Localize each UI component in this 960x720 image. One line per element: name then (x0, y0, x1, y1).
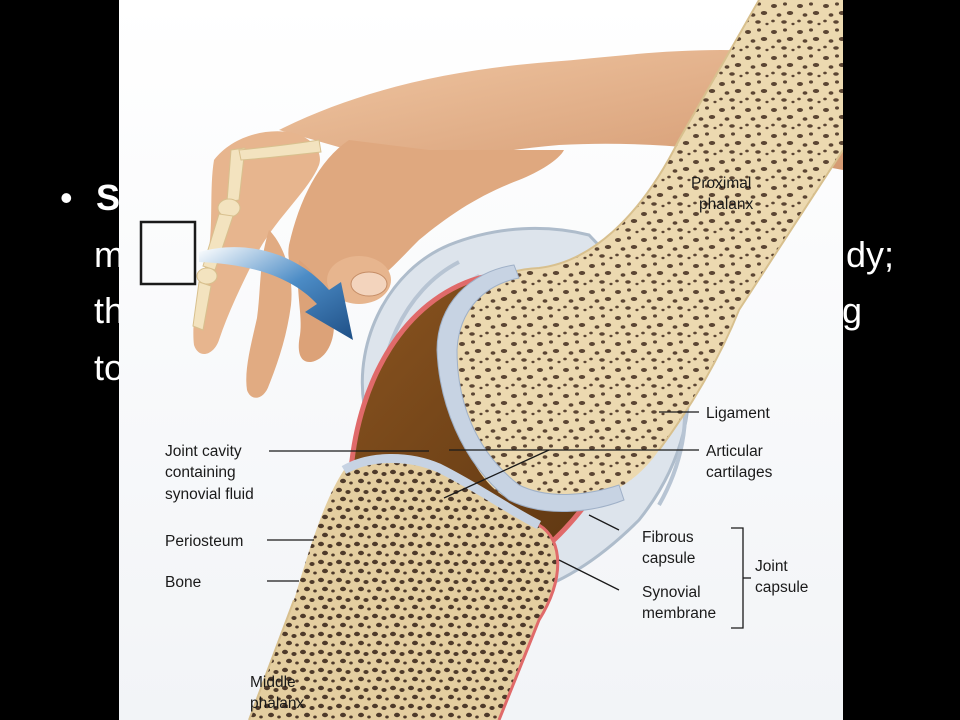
middle-phalanx-bone (248, 454, 560, 720)
label-ligament: Ligament (706, 405, 770, 422)
slide-text-line-2-end: dy; (846, 234, 895, 275)
label-bone: Bone (165, 574, 201, 591)
leader-lines (267, 411, 751, 629)
joint-selection-box (139, 220, 197, 286)
label-synovial-membrane-1: Synovial (642, 584, 701, 601)
slide-text-line-3-end: g (842, 290, 863, 331)
label-synovial-membrane-2: membrane (642, 605, 716, 622)
label-middle-phalanx-2: phalanx (250, 695, 305, 712)
label-periosteum: Periosteum (165, 533, 243, 550)
bullet-marker: • (60, 177, 73, 218)
label-proximal-phalanx-1: Proximal (691, 175, 751, 192)
label-joint-cavity-3: synovial fluid (165, 486, 254, 503)
zoom-arrow (199, 247, 353, 340)
label-articular-cartilages-1: Articular (706, 443, 763, 460)
label-articular-cartilages-2: cartilages (706, 464, 773, 481)
label-joint-capsule-2: capsule (755, 579, 808, 596)
label-fibrous-capsule-2: capsule (642, 550, 695, 567)
label-joint-cavity-1: Joint cavity (165, 443, 242, 460)
synovial-joint-illustration: Proximal phalanx Ligament Joint cavity c… (119, 0, 843, 720)
label-middle-phalanx-1: Middle (250, 674, 296, 691)
label-fibrous-capsule-1: Fibrous (642, 529, 694, 546)
label-proximal-phalanx-2: phalanx (699, 196, 754, 213)
label-joint-capsule-1: Joint (755, 558, 788, 575)
label-joint-cavity-2: containing (165, 464, 236, 481)
slide-text-line-1: S (96, 177, 121, 218)
